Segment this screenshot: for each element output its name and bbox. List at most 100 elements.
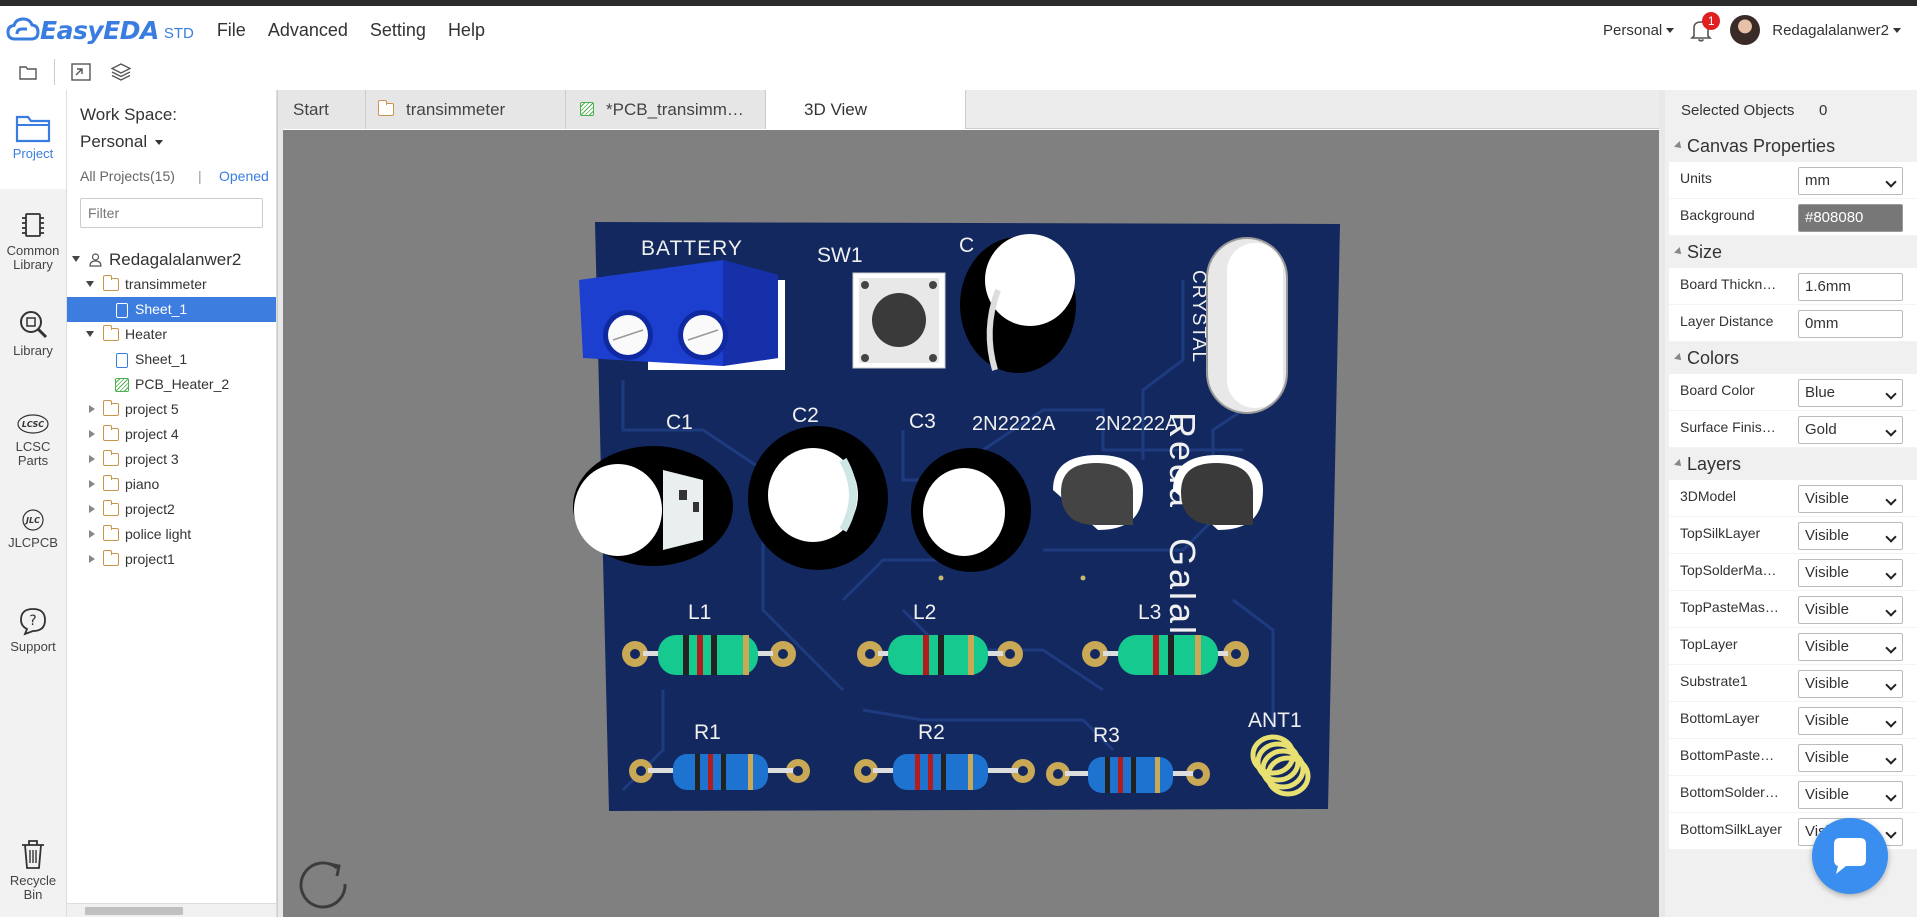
filter-input[interactable] <box>80 198 263 228</box>
nav-recycle-bin[interactable]: Recycle Bin <box>0 838 66 902</box>
section-size[interactable]: Size <box>1669 236 1917 268</box>
menu-advanced[interactable]: Advanced <box>267 19 348 40</box>
tree-item-folder[interactable]: project1 <box>67 547 276 572</box>
notification-button[interactable]: 1 <box>1690 12 1721 42</box>
scrollbar-thumb[interactable] <box>85 907 183 915</box>
layer-visibility-select[interactable]: Visible <box>1798 670 1903 698</box>
layers-button[interactable] <box>107 58 135 86</box>
tree-item-label: police light <box>125 526 192 542</box>
layer-label: 3DModel <box>1680 488 1737 504</box>
user-menu[interactable]: Redagalalanwer2 <box>1772 22 1901 39</box>
units-select[interactable]: mm <box>1798 167 1903 195</box>
chevron-down-icon <box>1666 28 1675 34</box>
back-to-editor-button[interactable] <box>67 58 95 86</box>
properties-panel: Selected Objects 0 Canvas Properties Uni… <box>1665 90 1917 917</box>
section-layers[interactable]: Layers <box>1669 448 1917 480</box>
label-name-galal: Galal <box>1162 538 1203 637</box>
nav-common-library[interactable]: Common Library <box>0 210 66 272</box>
tab-3d-view[interactable]: 3D View <box>766 90 966 129</box>
trash-icon <box>22 840 44 869</box>
select-value: Visible <box>1805 675 1849 692</box>
tree-item-folder[interactable]: transimmeter <box>67 272 276 297</box>
workspace-select[interactable]: Personal <box>80 132 164 152</box>
tree-item-label: project2 <box>125 501 175 517</box>
tab-start[interactable]: Start <box>279 90 366 129</box>
label-q1: 2N2222A <box>972 413 1056 435</box>
pcb-3d-render[interactable]: BATTERY SW1 C CRYSTAL C1 C2 C3 2N2222A 2… <box>283 130 1659 917</box>
board-color-select[interactable]: Blue <box>1798 379 1903 407</box>
expand-icon[interactable] <box>89 480 95 488</box>
label-r3: R3 <box>1093 724 1120 747</box>
tree-item-folder[interactable]: project 4 <box>67 422 276 447</box>
layer-visibility-select[interactable]: Visible <box>1798 633 1903 661</box>
tree-item-user[interactable]: Redagalalanwer2 <box>67 247 276 272</box>
avatar[interactable] <box>1730 15 1761 45</box>
open-folder-button[interactable] <box>14 58 42 86</box>
tree-item-folder[interactable]: police light <box>67 522 276 547</box>
tab-project[interactable]: transimmeter <box>366 90 566 129</box>
reset-view-button[interactable] <box>295 854 353 917</box>
tree-item-folder[interactable]: piano <box>67 472 276 497</box>
layer-visibility-select[interactable]: Visible <box>1798 596 1903 624</box>
battery-terminal-model <box>579 260 785 370</box>
opened-projects-link[interactable]: Opened <box>219 168 269 184</box>
expand-icon[interactable] <box>86 281 94 287</box>
section-colors[interactable]: Colors <box>1669 342 1917 374</box>
prop-units: Units mm <box>1669 162 1917 199</box>
menu-setting[interactable]: Setting <box>369 19 426 40</box>
layers-icon <box>111 63 131 81</box>
nav-support[interactable]: ? Support <box>0 606 66 654</box>
expand-icon[interactable] <box>89 555 95 563</box>
tree-item-folder[interactable]: project2 <box>67 497 276 522</box>
section-canvas-properties[interactable]: Canvas Properties <box>1669 130 1917 162</box>
tree-item-folder[interactable]: project 5 <box>67 397 276 422</box>
menu-help[interactable]: Help <box>447 19 485 40</box>
nav-lcsc-parts[interactable]: LCSC LCSC Parts <box>0 412 66 468</box>
resistor-r1-model <box>629 754 810 790</box>
expand-icon[interactable] <box>72 256 80 262</box>
expand-icon[interactable] <box>86 331 94 337</box>
window-top-border <box>0 0 1917 6</box>
tab-pcb[interactable]: *PCB_transimm… <box>566 90 766 129</box>
workspace-switch[interactable]: Personal <box>1603 22 1675 39</box>
menu-file[interactable]: File <box>216 19 246 40</box>
layer-visibility-select[interactable]: Visible <box>1798 522 1903 550</box>
tree-item-pcb[interactable]: PCB_Heater_2 <box>67 372 276 397</box>
tree-item-folder[interactable]: Heater <box>67 322 276 347</box>
chat-support-button[interactable] <box>1812 818 1888 894</box>
expand-icon[interactable] <box>89 430 95 438</box>
layer-label: BottomPaste… <box>1680 747 1775 763</box>
pcb-return-icon <box>71 63 91 81</box>
right-splitter[interactable] <box>1659 90 1665 917</box>
layer-visibility-select[interactable]: Visible <box>1798 744 1903 772</box>
nav-jlcpcb[interactable]: JLC JLCPCB <box>0 508 66 550</box>
layer-visibility-select[interactable]: Visible <box>1798 485 1903 513</box>
expand-icon[interactable] <box>89 405 95 413</box>
nav-library[interactable]: Library <box>0 308 66 358</box>
expand-icon[interactable] <box>89 530 95 538</box>
layer-visibility-select[interactable]: Visible <box>1798 707 1903 735</box>
all-projects-link[interactable]: All Projects(15) <box>80 168 175 184</box>
background-color-field[interactable]: #808080 <box>1798 204 1903 232</box>
3d-viewport[interactable]: BATTERY SW1 C CRYSTAL C1 C2 C3 2N2222A 2… <box>283 130 1659 917</box>
layer-visibility-select[interactable]: Visible <box>1798 781 1903 809</box>
svg-text:?: ? <box>29 613 36 629</box>
tree-item-schematic[interactable]: Sheet_1 <box>67 347 276 372</box>
nav-project[interactable]: Project <box>0 90 66 189</box>
surface-finish-select[interactable]: Gold <box>1798 416 1903 444</box>
layer-distance-input[interactable]: 0mm <box>1798 310 1903 338</box>
expand-icon[interactable] <box>89 505 95 513</box>
prop-label: Board Color <box>1680 382 1755 398</box>
tree-item-folder[interactable]: project 3 <box>67 447 276 472</box>
label-l1: L1 <box>688 601 711 624</box>
tree-horizontal-scrollbar[interactable] <box>67 903 276 917</box>
layer-visibility-select[interactable]: Visible <box>1798 559 1903 587</box>
board-thickness-input[interactable]: 1.6mm <box>1798 273 1903 301</box>
tree-item-schematic[interactable]: Sheet_1 <box>67 297 276 322</box>
expand-icon[interactable] <box>89 455 95 463</box>
pcb-icon <box>115 378 129 392</box>
app-logo[interactable]: EasyEDA STD <box>6 16 194 45</box>
folder-icon <box>102 500 119 516</box>
left-splitter[interactable] <box>277 90 283 917</box>
inductor-l1-model <box>622 635 796 675</box>
